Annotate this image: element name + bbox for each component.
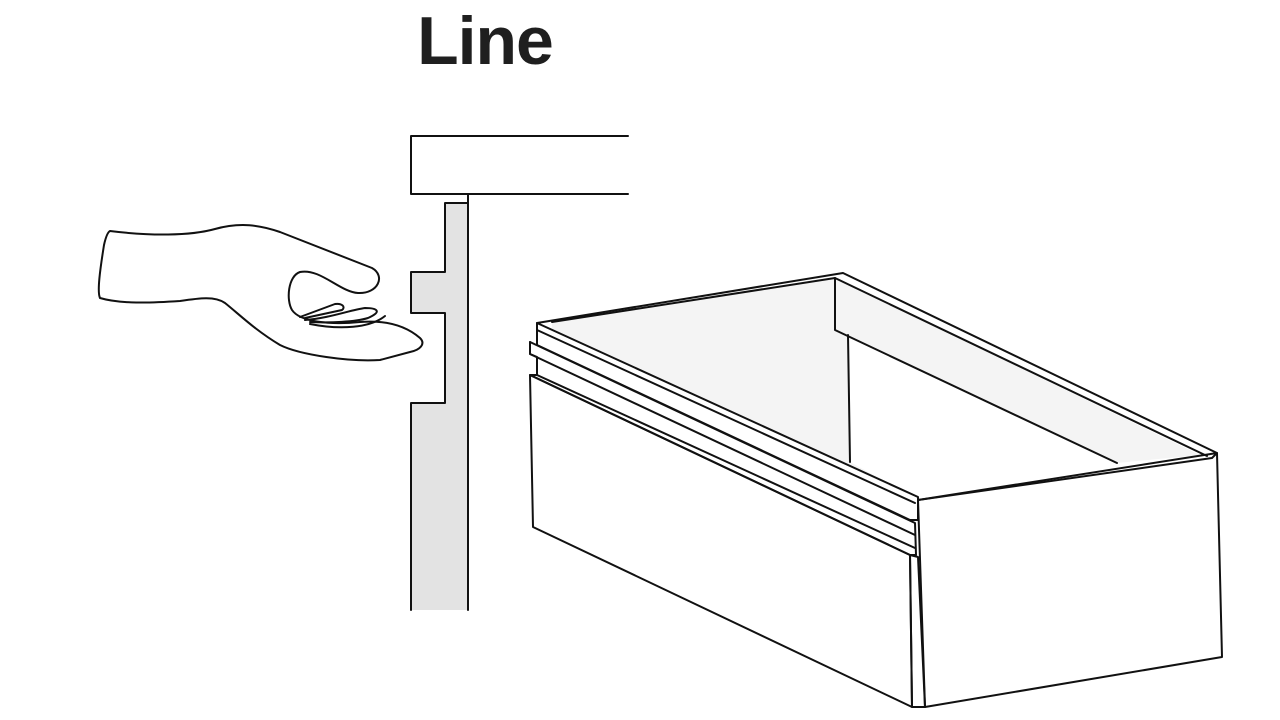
drawer-front-edge (909, 554, 926, 708)
drawer-front-profile (411, 203, 468, 610)
drawer-front-outline (410, 202, 469, 611)
drawer-rail-upper (536, 322, 919, 521)
drawer-front-face (529, 374, 913, 708)
drawer-inner-side (835, 278, 1200, 463)
drawer-side-face (917, 452, 1223, 708)
wall-section (410, 135, 629, 611)
diagram-title: Line (417, 3, 554, 79)
drawer-illustration (529, 272, 1223, 708)
countertop-slab (410, 135, 629, 195)
hand-illustration (97, 224, 424, 362)
drawer-top-edge (536, 272, 1218, 501)
drawer-inner-back (552, 278, 910, 495)
